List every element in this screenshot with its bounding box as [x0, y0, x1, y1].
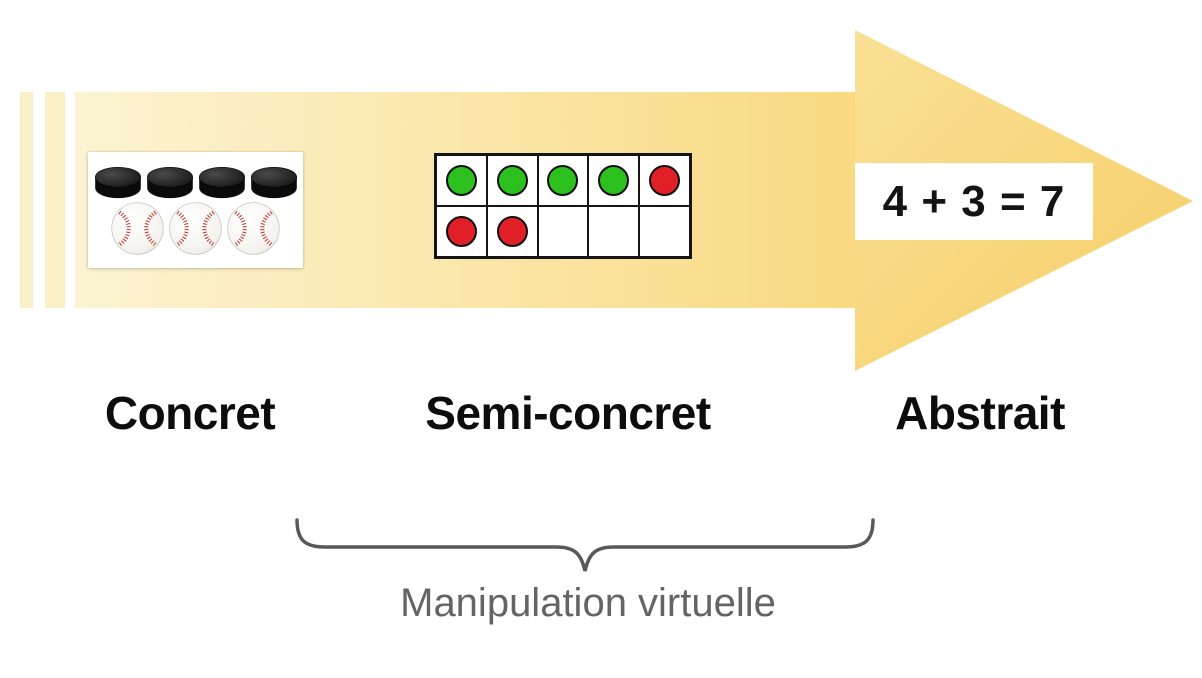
concrete-objects-card [88, 152, 303, 268]
stage-label-abstrait: Abstrait [895, 387, 1065, 439]
ten-frame-cell [486, 206, 538, 257]
counter-dot-green [547, 165, 579, 196]
counter-dot-green [598, 165, 630, 196]
equation-card: 4 + 3 = 7 [855, 163, 1093, 240]
ten-frame-cell [639, 206, 690, 257]
counter-dot-red [445, 216, 477, 247]
counter-dot-green [496, 165, 528, 196]
brace-label: Manipulation virtuelle [400, 581, 776, 625]
balls-row [110, 201, 281, 256]
arrow-stripe-2 [45, 92, 65, 308]
ten-frame-cell [486, 155, 538, 206]
hockey-puck-icon [250, 166, 297, 199]
baseball-icon [227, 202, 280, 255]
curly-brace-icon [295, 518, 875, 572]
stage-label-concret: Concret [104, 387, 276, 439]
hockey-puck-icon [94, 166, 141, 199]
ten-frame-cell [436, 206, 487, 257]
stage-label-semi-concret: Semi-concret [425, 387, 711, 439]
baseball-icon [169, 202, 222, 255]
arrow-stripe-1 [20, 92, 33, 308]
equation-text: 4 + 3 = 7 [882, 176, 1066, 226]
hockey-puck-icon [198, 166, 245, 199]
ten-frame-cell [537, 155, 589, 206]
ten-frame-cell [436, 155, 487, 206]
counter-dot-red [496, 216, 528, 247]
ten-frame-cell [537, 206, 589, 257]
counter-dot-green [445, 165, 477, 196]
ten-frame [434, 153, 692, 259]
baseball-icon [111, 202, 164, 255]
counter-dot-red [649, 165, 681, 196]
pucks-row [93, 163, 299, 201]
ten-frame-cell [639, 155, 690, 206]
curly-brace-path [295, 518, 875, 572]
ten-frame-cell [588, 155, 640, 206]
ten-frame-cell [588, 206, 640, 257]
hockey-puck-icon [146, 166, 193, 199]
